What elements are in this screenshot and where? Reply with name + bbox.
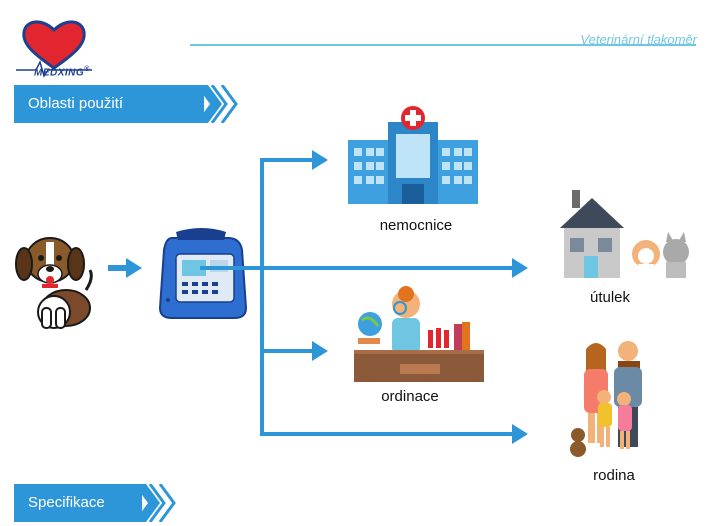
destination-label-hospital: nemocnice [379, 217, 453, 234]
shelter-illustration [560, 190, 689, 278]
section-title: Specifikace [28, 494, 105, 511]
section-title: Oblasti použití [28, 95, 124, 112]
family-illustration [570, 341, 642, 457]
arrow-head-icon [512, 258, 528, 278]
connector-shelter [200, 266, 516, 270]
brand-name: MEDXING® [34, 66, 90, 79]
clinic-illustration [354, 286, 484, 382]
connector-hospital [260, 158, 316, 162]
destination-label-clinic: ordinace [381, 388, 439, 405]
destination-label-family: rodina [593, 467, 635, 484]
connector-family [260, 432, 516, 436]
medxing-logo [16, 20, 92, 78]
chevron-right-icon [134, 484, 176, 522]
page-title: Veterinární tlakoměr [580, 32, 697, 47]
blood-pressure-monitor [158, 228, 248, 319]
arrow-head-icon [312, 341, 328, 361]
section-banner-applications: Oblasti použití [14, 85, 238, 123]
destination-label-shelter: útulek [589, 289, 631, 306]
chevron-right-icon [196, 85, 238, 123]
heart-icon [22, 20, 86, 70]
connector-clinic [260, 349, 316, 353]
arrow-head-icon [512, 424, 528, 444]
arrow-right-icon [108, 258, 142, 278]
arrow-head-icon [312, 150, 328, 170]
dog-illustration [15, 237, 93, 329]
connector-vertical [260, 160, 264, 436]
hospital-illustration [348, 106, 478, 204]
section-banner-specifications: Specifikace [14, 484, 176, 522]
header-rule [190, 44, 696, 46]
